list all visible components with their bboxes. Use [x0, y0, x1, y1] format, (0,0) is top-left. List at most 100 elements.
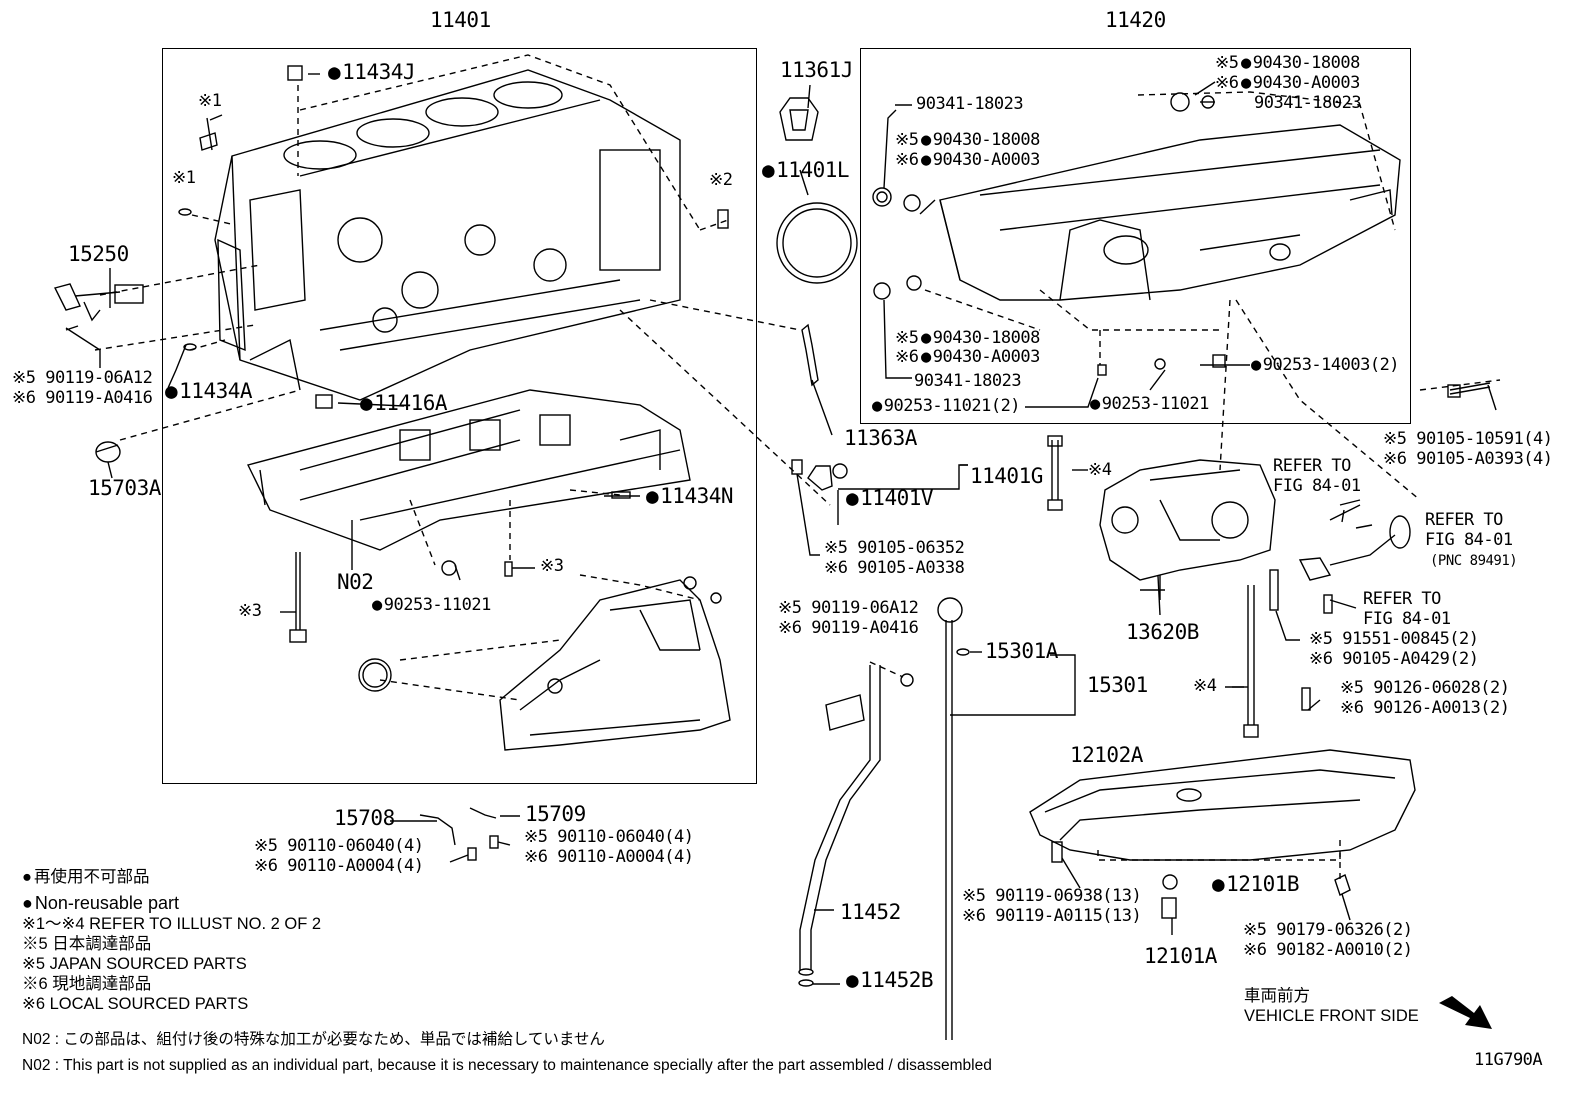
gasket-ref-jp: ※5: [895, 130, 919, 150]
legend-nonreusable-jp: 再使用不可部品: [22, 869, 150, 886]
refer-link[interactable]: REFER TO: [1363, 589, 1441, 609]
gasket-ref-jp: ※5: [895, 328, 919, 348]
bolt-code-local[interactable]: ※6 90126-A0013(2): [1340, 698, 1510, 718]
bolt-code-jp[interactable]: ※5 90119-06A12: [12, 368, 153, 388]
part-label-11452[interactable]: 11452: [840, 900, 901, 924]
part-label-90430-a0003[interactable]: 90430-A0003: [921, 349, 1041, 366]
part-label-12101b[interactable]: 12101B: [1212, 874, 1299, 895]
legend-refer-illust: ※1～※4 REFER TO ILLUST NO. 2 OF 2: [22, 915, 322, 933]
lower-crankcase-drawing: [246, 389, 691, 551]
bolt-code-jp[interactable]: ※5 90126-06028(2): [1340, 678, 1510, 698]
bolt-code-local[interactable]: ※6 90110-A0004(4): [254, 856, 424, 876]
part-label-11401g[interactable]: 11401G: [970, 464, 1043, 488]
part-label-12101a[interactable]: 12101A: [1144, 944, 1217, 968]
legend-japan-sourced-en: ※5 JAPAN SOURCED PARTS: [22, 955, 247, 973]
gasket-ref-local: ※6: [895, 347, 919, 367]
part-label-13620b[interactable]: 13620B: [1126, 620, 1199, 644]
legend-n02-note-en: N02 : This part is not supplied as an in…: [22, 1057, 992, 1074]
part-label-11434n[interactable]: 11434N: [646, 486, 733, 507]
part-label-90430-18008[interactable]: 90430-18008: [1241, 55, 1361, 72]
ref-mark-1: ※1: [198, 91, 222, 111]
vehicle-front-label-jp: 車両前方: [1244, 987, 1310, 1005]
oil-pan-drawing: [1029, 749, 1416, 861]
bolt-code-local[interactable]: ※6 90119-A0416: [12, 388, 153, 408]
ref-mark-2: ※2: [709, 170, 733, 190]
ref-mark-3: ※3: [540, 556, 564, 576]
part-label-90253-11021[interactable]: 90253-11021: [1090, 396, 1210, 413]
vehicle-front-arrow-icon: [1439, 996, 1492, 1029]
bolt-code-local[interactable]: ※6 90182-A0010(2): [1243, 940, 1413, 960]
group-label-block[interactable]: 11401: [430, 8, 491, 32]
refer-link[interactable]: FIG 84-01: [1273, 476, 1361, 496]
part-label-11401l[interactable]: 11401L: [762, 160, 849, 181]
cylinder-block-frame: [162, 48, 757, 784]
refer-link[interactable]: FIG 84-01: [1363, 609, 1451, 629]
bolt-code-local[interactable]: ※6 90105-A0338: [824, 558, 965, 578]
part-label-n02[interactable]: N02: [337, 570, 374, 594]
crank-housing-frame: [860, 48, 1411, 424]
cylinder-block-drawing: [214, 69, 681, 401]
part-label-90430-a0003[interactable]: 90430-A0003: [921, 152, 1041, 169]
part-label-11363a[interactable]: 11363A: [844, 426, 917, 450]
ref-mark-4: ※4: [1193, 676, 1217, 696]
ref-mark-3: ※3: [238, 601, 262, 621]
part-label-11434j[interactable]: 11434J: [328, 62, 415, 83]
ref-mark-4: ※4: [1088, 460, 1112, 480]
bolt-code-local[interactable]: ※6 90105-A0429(2): [1309, 649, 1479, 669]
part-label-11361j[interactable]: 11361J: [780, 58, 853, 82]
gasket-ref-jp: ※5: [1215, 53, 1239, 73]
part-label-90430-18008[interactable]: 90430-18008: [921, 132, 1041, 149]
part-label-90341-18023[interactable]: 90341-18023: [914, 371, 1022, 391]
part-label-15708[interactable]: 15708: [334, 806, 395, 830]
part-label-15709[interactable]: 15709: [525, 802, 586, 826]
part-label-90253-11021-2[interactable]: 90253-11021(2): [872, 398, 1021, 415]
bolt-code-local[interactable]: ※6 90119-A0416: [778, 618, 919, 638]
part-label-15703a[interactable]: 15703A: [88, 476, 161, 500]
bolt-code-local[interactable]: ※6 90105-A0393(4): [1383, 449, 1553, 469]
refer-link[interactable]: REFER TO: [1425, 510, 1503, 530]
part-label-90430-a0003[interactable]: 90430-A0003: [1241, 75, 1361, 92]
legend-nonreusable-en: Non-reusable part: [22, 894, 179, 912]
legend-local-sourced-en: ※6 LOCAL SOURCED PARTS: [22, 995, 249, 1013]
part-label-15301[interactable]: 15301: [1087, 673, 1148, 697]
part-label-11401v[interactable]: 11401V: [846, 488, 933, 509]
refer-link[interactable]: FIG 84-01: [1425, 530, 1513, 550]
diagram-code: 11G790A: [1474, 1050, 1543, 1070]
refer-pnc[interactable]: (PNC 89491): [1430, 553, 1518, 569]
bolt-code-jp[interactable]: ※5 90110-06040(4): [254, 836, 424, 856]
bolt-code-jp[interactable]: ※5 90105-10591(4): [1383, 429, 1553, 449]
group-label-crank-housing[interactable]: 11420: [1105, 8, 1166, 32]
bolt-code-jp[interactable]: ※5 90119-06938(13): [962, 886, 1142, 906]
oil-cooler-drawing: [499, 576, 731, 751]
crank-housing-drawing: [939, 124, 1401, 301]
part-label-90341-18023[interactable]: 90341-18023: [916, 94, 1024, 114]
part-label-11452b[interactable]: 11452B: [846, 970, 933, 991]
bolt-code-jp[interactable]: ※5 91551-00845(2): [1309, 629, 1479, 649]
bolt-code-jp[interactable]: ※5 90119-06A12: [778, 598, 919, 618]
legend-local-sourced-jp: ※6 現地調達部品: [22, 975, 152, 993]
gasket-ref-local: ※6: [1215, 73, 1239, 93]
part-label-11434a[interactable]: 11434A: [165, 381, 252, 402]
part-label-15301a[interactable]: 15301A: [985, 639, 1058, 663]
part-label-90253-11021[interactable]: 90253-11021: [372, 597, 492, 614]
gasket-ref-local: ※6: [895, 150, 919, 170]
part-label-90253-14003[interactable]: 90253-14003(2): [1251, 357, 1400, 374]
vehicle-front-label-en: VEHICLE FRONT SIDE: [1244, 1007, 1419, 1025]
part-label-90430-18008[interactable]: 90430-18008: [921, 330, 1041, 347]
part-label-90341-18023[interactable]: 90341-18023: [1254, 93, 1362, 113]
part-label-12102a[interactable]: 12102A: [1070, 743, 1143, 767]
refer-link[interactable]: REFER TO: [1273, 456, 1351, 476]
legend-n02-note-jp: N02 : この部品は、組付け後の特殊な加工が必要なため、単品では補給していませ…: [22, 1031, 605, 1048]
bolt-code-jp[interactable]: ※5 90110-06040(4): [524, 827, 694, 847]
part-label-11416a[interactable]: 11416A: [360, 393, 447, 414]
ref-mark-1: ※1: [172, 168, 196, 188]
bolt-code-local[interactable]: ※6 90110-A0004(4): [524, 847, 694, 867]
bolt-code-local[interactable]: ※6 90119-A0115(13): [962, 906, 1142, 926]
bolt-code-jp[interactable]: ※5 90105-06352: [824, 538, 965, 558]
part-label-15250[interactable]: 15250: [68, 242, 129, 266]
oil-pump-drawing: [1099, 459, 1276, 600]
legend-japan-sourced-jp: ※5 日本調達部品: [22, 935, 152, 953]
bolt-code-jp[interactable]: ※5 90179-06326(2): [1243, 920, 1413, 940]
